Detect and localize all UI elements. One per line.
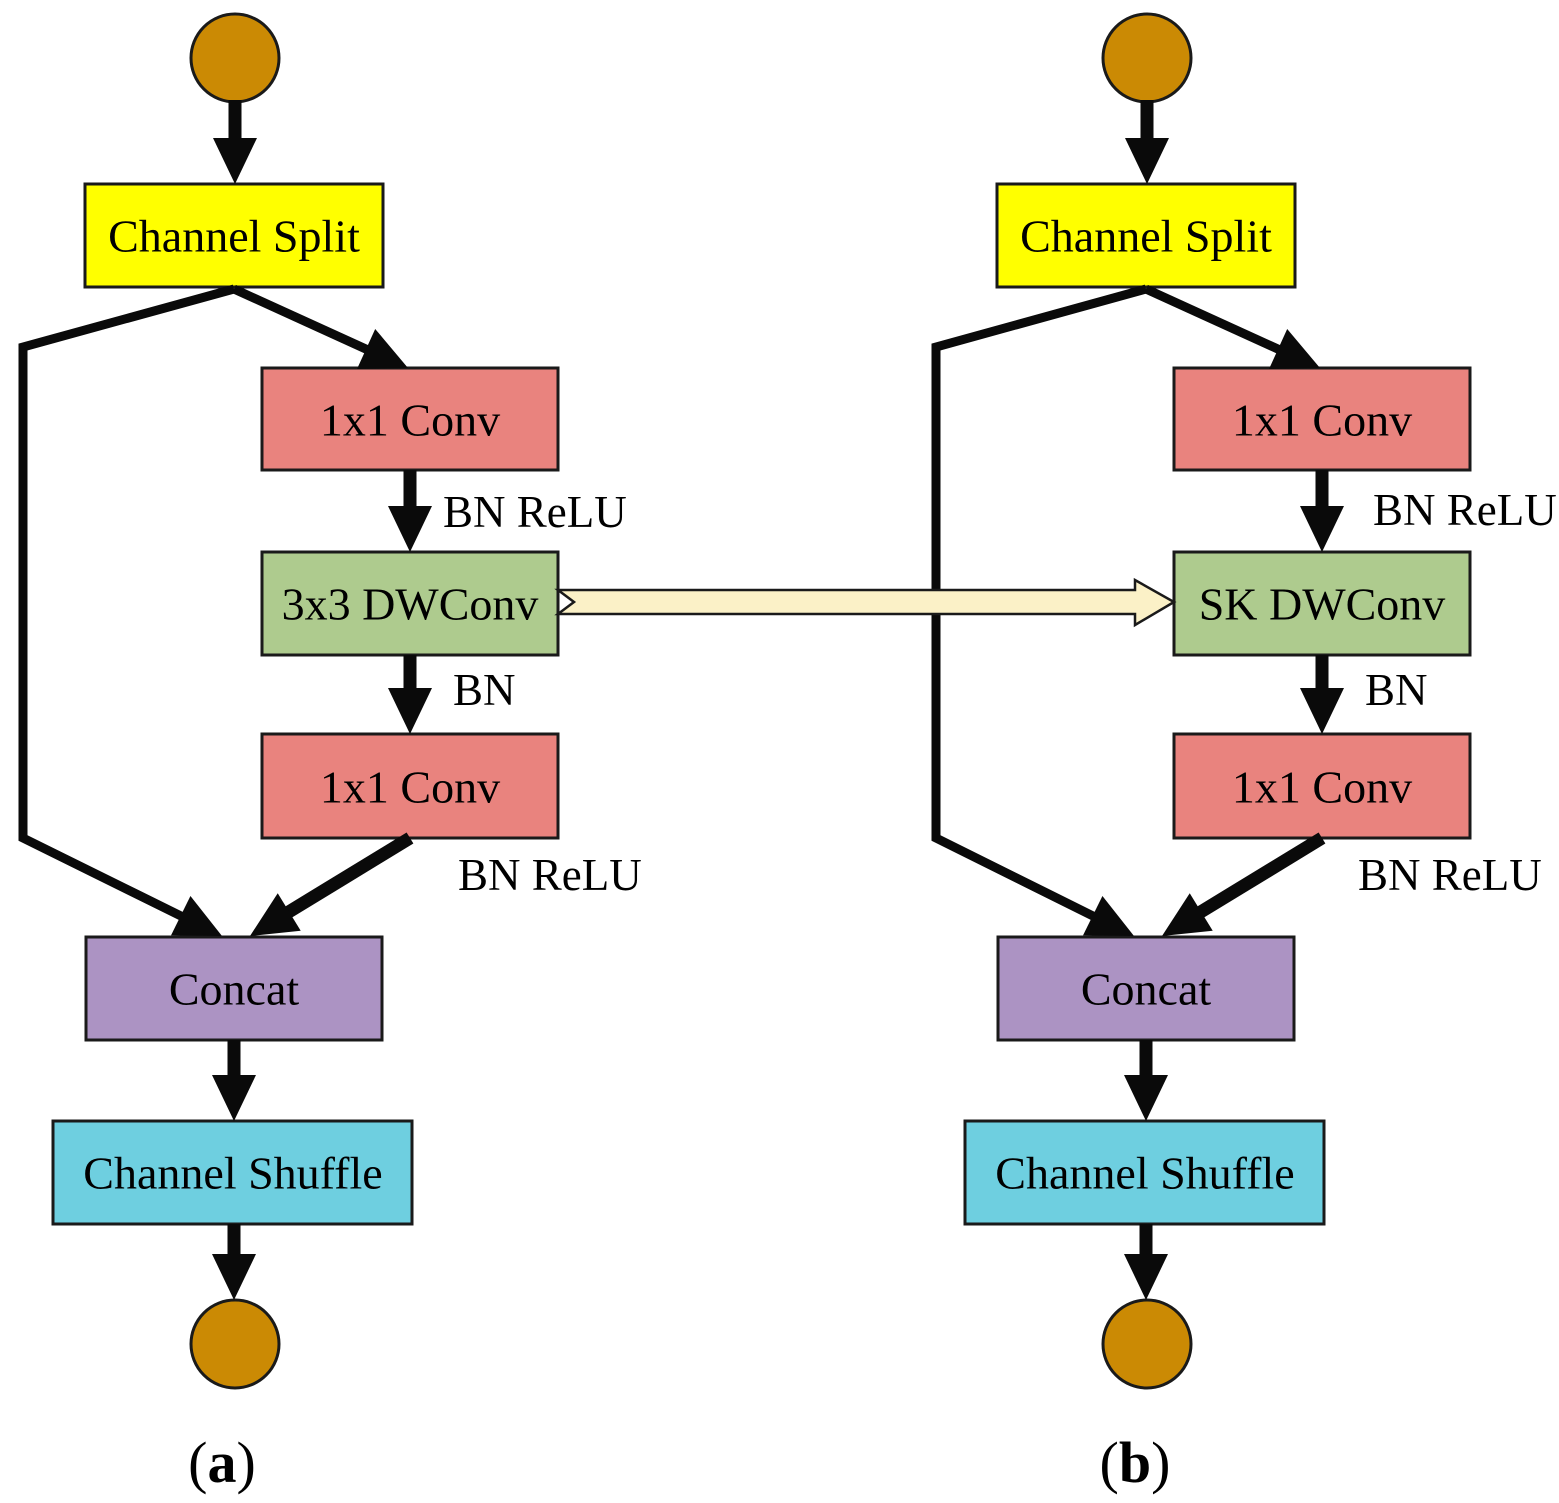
- dwconv-transfer-arrow: [554, 577, 1177, 628]
- panel-a: Channel Split 1x1 Conv 3x3 DWConv 1x1 Co…: [18, 12, 642, 1495]
- connectors-a: [18, 100, 432, 1300]
- conv1-label: 1x1 Conv: [1232, 395, 1412, 446]
- connectors-b: [931, 100, 1344, 1300]
- bn-relu-label-1: BN ReLU: [443, 487, 627, 537]
- sk-dwconv-label: SK DWConv: [1199, 579, 1446, 630]
- bn-relu-label-1: BN ReLU: [1373, 485, 1557, 535]
- output-node-circle: [1101, 1298, 1193, 1390]
- output-node-circle: [189, 1298, 281, 1390]
- panel-b: Channel Split 1x1 Conv SK DWConv 1x1 Con…: [931, 12, 1557, 1495]
- channel-shuffle-box: [51, 1119, 414, 1226]
- bn-relu-label-2: BN ReLU: [1358, 850, 1542, 900]
- concat-label: Concat: [1081, 964, 1212, 1015]
- channel-shuffle-box: [963, 1119, 1326, 1226]
- conv2-box: [260, 732, 560, 840]
- channel-split-box: [83, 182, 385, 289]
- channel-split-label: Channel Split: [1020, 211, 1272, 262]
- channel-split-label: Channel Split: [108, 211, 360, 262]
- dwconv-label: 3x3 DWConv: [282, 579, 539, 630]
- conv2-label: 1x1 Conv: [1232, 762, 1412, 813]
- conv2-box: [1172, 732, 1472, 840]
- bn-relu-label-2: BN ReLU: [458, 850, 642, 900]
- input-node-circle: [1101, 12, 1193, 104]
- conv1-box: [260, 366, 560, 472]
- channel-shuffle-label: Channel Shuffle: [995, 1148, 1294, 1199]
- conv2-label: 1x1 Conv: [320, 762, 500, 813]
- concat-label: Concat: [169, 964, 300, 1015]
- input-node-circle: [189, 12, 281, 104]
- bn-label: BN: [1365, 665, 1428, 715]
- panel-a-caption: (a): [188, 1430, 256, 1495]
- concat-box: [996, 935, 1296, 1042]
- bn-label: BN: [453, 665, 516, 715]
- channel-split-box: [995, 182, 1297, 289]
- channel-shuffle-label: Channel Shuffle: [83, 1148, 382, 1199]
- panel-b-caption: (b): [1100, 1430, 1171, 1495]
- sk-dwconv-box: [1172, 550, 1472, 657]
- conv1-label: 1x1 Conv: [320, 395, 500, 446]
